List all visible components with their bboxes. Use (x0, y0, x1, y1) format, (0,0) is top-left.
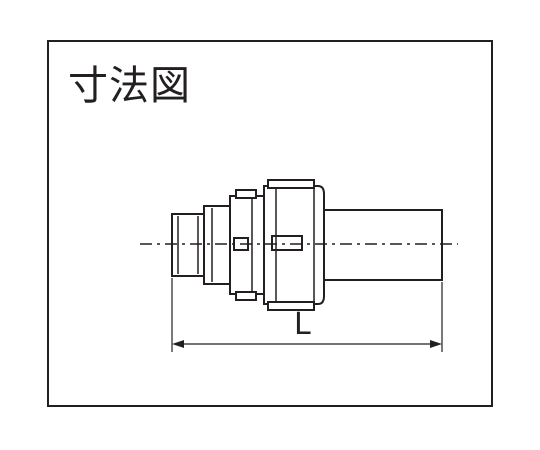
drawing-frame (47, 40, 493, 407)
page-title: 寸法図 (68, 63, 191, 109)
collar-cap-top (235, 189, 257, 199)
threaded-end (171, 213, 205, 277)
dimension-label: L (294, 307, 311, 342)
collar-cap-bottom (235, 291, 257, 301)
pipe (323, 209, 443, 281)
union-nut-bottom (267, 301, 315, 311)
union-nut-top (267, 179, 315, 189)
hex-nut (203, 205, 231, 285)
union-slot (271, 235, 303, 251)
arrow-right-icon (430, 340, 442, 348)
arrow-left-icon (172, 340, 184, 348)
